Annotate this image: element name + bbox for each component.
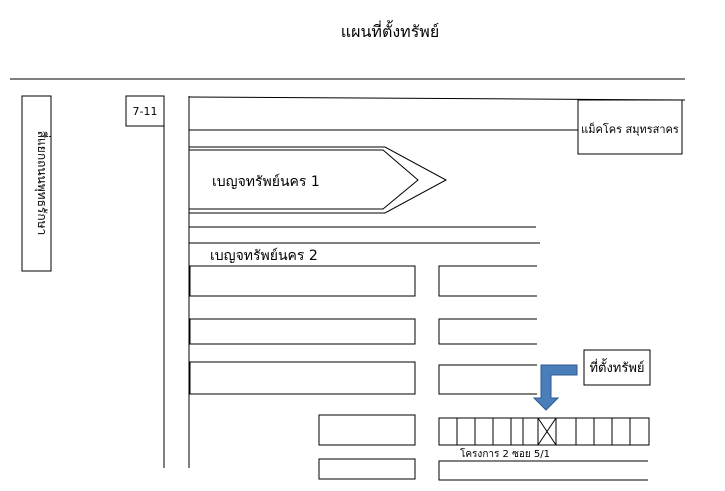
block-left-5 <box>318 458 416 480</box>
project-soi-label: โครงการ 2 ซอย 5/1 <box>460 447 550 460</box>
block-right-1 <box>438 265 537 297</box>
village-1-outline <box>189 146 448 214</box>
block-left-1 <box>189 265 416 297</box>
store-box <box>125 95 165 127</box>
block-left-3 <box>189 361 416 395</box>
left-road-label-box <box>21 95 52 272</box>
block-left-4 <box>318 414 416 446</box>
store-label: 7-11 <box>133 105 158 118</box>
left-road-label: สี่แยกถนนพุทธรักษา <box>34 131 51 236</box>
village-1-label: เบญจทรัพย์นคร 1 <box>212 173 320 190</box>
village-2-road <box>189 226 540 244</box>
block-left-2 <box>189 318 416 345</box>
village-2-label: เบญจทรัพย์นคร 2 <box>210 247 318 264</box>
makro-label: แม็คโคร สมุทรสาคร <box>581 122 679 136</box>
x-mark-icon <box>537 417 557 446</box>
village-1-inner-outline <box>189 149 419 210</box>
location-label-box <box>583 349 651 386</box>
block-right-3 <box>438 364 537 395</box>
block-right-5 <box>438 460 648 481</box>
project-plot-row <box>438 417 650 446</box>
down-arrow-icon <box>532 364 578 411</box>
block-right-2 <box>438 318 537 345</box>
map-title: แผนที่ตั้งทรัพย์ <box>341 20 439 41</box>
location-label: ที่ตั้งทรัพย์ <box>589 358 644 376</box>
makro-box <box>577 99 683 155</box>
